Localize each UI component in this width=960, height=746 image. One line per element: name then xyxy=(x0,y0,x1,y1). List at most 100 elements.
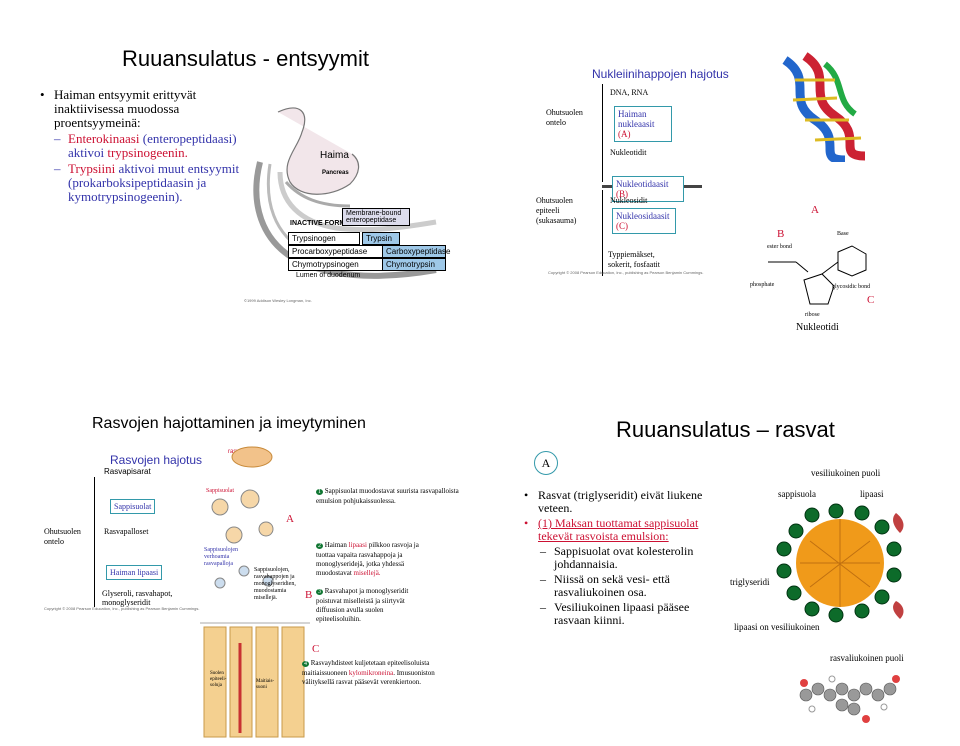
step-4-text-c: . Imusuoniston välityksellä rasvat pääse… xyxy=(302,669,435,686)
rasvojen-hajotus-heading: Rasvojen hajotus xyxy=(110,453,203,467)
nukleotidaasit-text: Nukleotidaasit xyxy=(616,179,669,189)
inactive-form-label: INACTIVE FORM xyxy=(290,220,346,227)
trypsin-box: Trypsin xyxy=(362,232,400,245)
chymotrypsin-box: Chymotrypsin xyxy=(382,258,446,271)
bullet-proentsyymit: Haiman entsyymit erittyvät inaktiivisess… xyxy=(40,88,254,130)
slide-rasvat: Ruuansulatus – rasvat A Rasvat (triglyse… xyxy=(480,373,960,746)
step-1: 1 Sappisuolat muodostavat suurista rasva… xyxy=(316,487,466,506)
label-c: C xyxy=(312,643,320,655)
step-3: 3 Rasvahapot ja monoglyseridit poistuvat… xyxy=(316,587,426,624)
bullet-triglyseridit: Rasvat (triglyseridit) eivät liukene vet… xyxy=(524,489,728,515)
procarboxypeptidase-box: Procarboxypeptidase xyxy=(288,245,386,258)
emulsion-droplet-drawing xyxy=(776,503,904,623)
glycosidic-bond-label: glycosidic bond xyxy=(832,284,871,290)
label-a-paren: (A) xyxy=(618,129,631,139)
slide-title: Nukleiinihappojen hajotus xyxy=(592,67,729,81)
trypsinogen-box: Trypsinogen xyxy=(288,232,360,245)
ohutsuolen-ontelo-label: Ohutsuolen ontelo xyxy=(546,108,583,127)
sappisuolat-box: Sappisuolat xyxy=(110,499,156,514)
step-2-text-c: pilkkoo rasvoja ja tuottaa vapaita rasva… xyxy=(316,541,419,577)
ohutsuolen-epiteeli-label: Ohutsuolen epiteeli (sukasauma) xyxy=(536,196,577,225)
lipaasi-vesiliukoinen-label: lipaasi on vesiliukoinen xyxy=(734,622,820,632)
digestive-organs-drawing xyxy=(253,107,437,279)
step-4-kylomikronit: kylomikroneina xyxy=(348,669,394,677)
bullet-list: Haiman entsyymit erittyvät inaktiivisess… xyxy=(40,88,254,204)
step-4: 4 Rasvayhdisteet kuljetetaan epiteelisol… xyxy=(302,659,438,687)
carboxypeptidase-box: Carboxypeptidase xyxy=(382,245,450,258)
ester-bond-label: ester bond xyxy=(767,244,792,250)
suolen-epiteelisoluja-label: Suolen epiteeli-soluja xyxy=(210,671,227,688)
nukleosidaasit-text: Nukleosidaasit xyxy=(616,211,670,221)
step-1-text: Sappisuolat muodostavat suurista rasvapa… xyxy=(316,487,459,505)
base-label: Base xyxy=(837,231,849,237)
chymotrypsinogen-box: Chymotrypsinogen xyxy=(288,258,386,271)
rasvapalloset-label: Rasvapalloset xyxy=(104,527,149,536)
step-2-text-a: Haiman xyxy=(324,541,349,549)
slide-title: Ruuansulatus - entsyymit xyxy=(122,46,369,71)
bullet-list: Rasvat (triglyseridit) eivät liukene vet… xyxy=(524,489,728,627)
step-3-text: Rasvahapot ja monoglyseridit poistuvat m… xyxy=(316,587,409,623)
phosphate-label: phosphate xyxy=(750,282,775,288)
misellit-label: Sappisuolojen, rasvahappojen ja monoglys… xyxy=(254,567,296,601)
maitiaissuoni-label: Maitiais-suoni xyxy=(256,679,275,690)
step-2-lipaasi: lipaasi xyxy=(348,541,367,549)
sub2-rest-text: aktivoi muut entsyymit (prokarboksipepti… xyxy=(68,161,240,204)
step-2: 2 Haiman lipaasi pilkkoo rasvoja ja tuot… xyxy=(316,541,426,578)
sub-vesi-rasva: Niissä on sekä vesi- että rasvaliukoinen… xyxy=(540,573,728,599)
step-4-number: 4 xyxy=(302,661,309,667)
sappisuolat-label: Sappisuolat xyxy=(206,488,234,494)
haiman-lipaasi-box: Haiman lipaasi xyxy=(106,565,163,580)
step-2-number: 2 xyxy=(316,543,323,549)
trypsiini-text: Trypsiini xyxy=(68,161,116,176)
glyseroli-label: Glyseroli, rasvahapot, monoglyseridit xyxy=(102,589,173,607)
slide-title: Ruuansulatus – rasvat xyxy=(616,417,835,442)
lipaasi-label: lipaasi xyxy=(860,489,884,499)
slide-title: Rasvojen hajottaminen ja imeytyminen xyxy=(92,415,366,432)
ohutsuolen-ontelo-label: Ohutsuolen ontelo xyxy=(44,527,81,546)
label-a: A xyxy=(286,513,294,525)
haiman-nukleaasit-box: Haiman nukleaasit (A) xyxy=(614,106,672,142)
slide-nukleiinihapot: Nukleiinihappojen hajotus Ohutsuolen ont… xyxy=(480,0,960,373)
dna-ribbon-model xyxy=(782,52,866,162)
step-3-number: 3 xyxy=(316,589,323,595)
label-c-paren: (C) xyxy=(616,221,628,231)
label-a-circle: A xyxy=(534,451,558,475)
step-4-text-a: Rasvayhdisteet kuljetetaan epiteelisolui… xyxy=(302,659,430,677)
label-a: A xyxy=(811,204,819,216)
nucleotide-structure xyxy=(768,245,867,305)
ribose-label: ribose xyxy=(805,312,820,318)
label-b: B xyxy=(777,228,785,240)
rasvaliukoinen-puoli-label: rasvaliukoinen puoli xyxy=(830,653,904,663)
haima-label: Haima xyxy=(320,150,349,161)
sub-bullet-trypsiini: Trypsiini aktivoi muut entsyymit (prokar… xyxy=(54,161,254,204)
sappisuola-label: sappisuola xyxy=(778,489,816,499)
label-c: C xyxy=(867,294,875,306)
rasvapisarat-label: Rasvapisarat xyxy=(104,467,151,476)
trypsinogeeni-text: trypsinogeenin. xyxy=(107,145,188,160)
left-bracket-line xyxy=(94,477,95,607)
lumen-bracket-line xyxy=(602,84,603,182)
dna-rna-label: DNA, RNA xyxy=(610,88,649,97)
lumen-label: Lumen of duodenum xyxy=(296,272,361,279)
enterokinaasi-text: Enterokinaasi xyxy=(68,131,140,146)
figure-copyright: Copyright © 2008 Pearson Education, Inc.… xyxy=(548,270,704,275)
typpiemakset-label: Typpiemäkset, sokerit, fosfaatit xyxy=(608,250,660,269)
micelle-absorption-drawing xyxy=(200,446,310,738)
bile-salt-molecule xyxy=(799,675,900,723)
nukleosidaasit-box: Nukleosidaasit(C) xyxy=(612,208,676,234)
triglyseridi-label: triglyseridi xyxy=(730,577,770,587)
label-b: B xyxy=(305,589,313,601)
nukleotidit-label: Nukleotidit xyxy=(610,148,647,157)
nukleotidaasit-box: Nukleotidaasit (B) xyxy=(612,176,684,202)
sub-bullet-enterokinaasi: Enterokinaasi (enteropeptidaasi) aktivoi… xyxy=(54,131,254,160)
sub-lipaasi: Vesiliukoinen lipaasi pääsee rasvaan kii… xyxy=(540,601,728,627)
label-b-paren: (B) xyxy=(616,189,628,199)
figure-copyright: Copyright © 2008 Pearson Education, Inc.… xyxy=(44,606,200,611)
haiman-nukleaasit-text: Haiman nukleaasit xyxy=(618,109,655,129)
sub-kolesteroli: Sappisuolat ovat kolesterolin johdannais… xyxy=(540,545,728,571)
figure-copyright: ©1999 Addison Wesley Longman, Inc. xyxy=(244,298,312,303)
slide-entsyymit: Ruuansulatus - entsyymit Haiman entsyymi… xyxy=(0,0,480,373)
nukleosidit-label: Nukleosidit xyxy=(610,196,648,205)
sub1-mid-text: (enteropeptidaasi) aktivoi xyxy=(68,131,237,160)
nukleotidi-label: Nukleotidi xyxy=(796,322,839,333)
